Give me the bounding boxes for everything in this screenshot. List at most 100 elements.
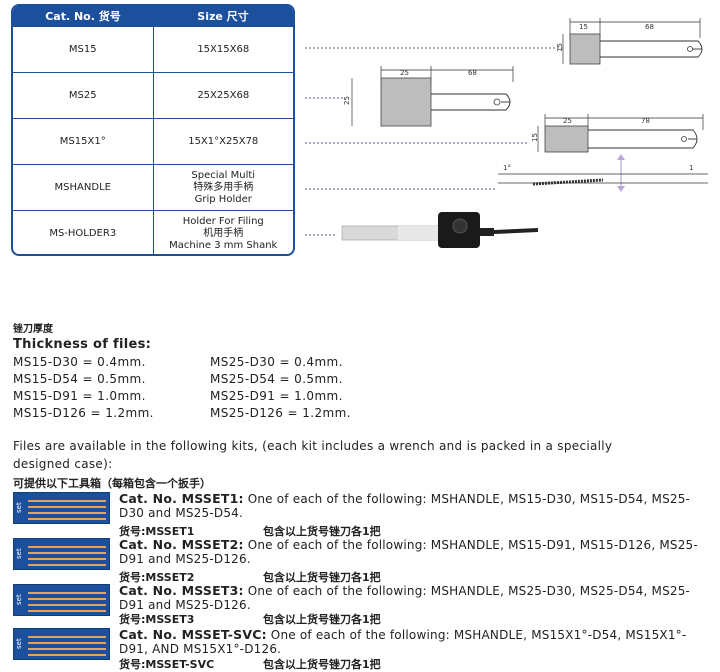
table-row: MS25 25X25X68: [13, 72, 293, 119]
kit-text: One of each of the following: MSHANDLE, …: [119, 538, 698, 566]
table-row: MS15 15X15X68: [13, 26, 293, 73]
kit-box-label: set: [15, 638, 23, 650]
thickness-label: 1: [689, 164, 693, 172]
file-shank: [588, 129, 698, 149]
kits-intro: Files are available in the following kit…: [13, 439, 613, 471]
kit-cat-label: Cat. No. MSSET3:: [119, 583, 244, 598]
size-line: Machine 3 mm Shank: [169, 239, 278, 251]
file-profile: [532, 178, 604, 186]
holder-neck: [480, 228, 494, 236]
kit-note: 包含以上货号锉刀各1把: [263, 613, 381, 626]
header-cat-no: Cat. No. 货号: [13, 6, 153, 27]
kit-cat-label: Cat. No. MSSET1:: [119, 491, 244, 506]
kit-text: One of each of the following: MSHANDLE, …: [119, 584, 691, 612]
thickness-item: MS15-D30 = 0.4mm.: [13, 355, 146, 369]
thickness-item: MS25-D30 = 0.4mm.: [210, 355, 343, 369]
kit-cat-label: Cat. No. MSSET-SVC:: [119, 627, 267, 642]
dim-label: 15: [579, 23, 588, 31]
kit-cat-label: Cat. No. MSSET2:: [119, 537, 244, 552]
size-line: Holder For Filing: [182, 215, 264, 227]
thickness-item: MS25-D126 = 1.2mm.: [210, 406, 351, 420]
kit-box-image: set: [13, 492, 110, 524]
ms15x1-drawing: 25 78 15 1° 1: [498, 114, 708, 192]
file-pad: [380, 77, 432, 127]
thickness-title-cn: 锉刀厚度: [13, 324, 53, 335]
thickness-item: MS15-D54 = 0.5mm.: [13, 372, 146, 386]
kit-box-image: set: [13, 538, 110, 570]
ms25-drawing: 25 68 25: [343, 66, 514, 127]
dim-label: 25: [563, 117, 572, 125]
kit-description: Cat. No. MSSET2: One of each of the foll…: [119, 537, 709, 567]
leader-line: [305, 97, 343, 99]
kit-text: One of each of the following: MSHANDLE, …: [119, 492, 691, 520]
table-row: MSHANDLE Special Multi 特殊多用手柄 Grip Holde…: [13, 164, 293, 211]
file-blade-highlight: [398, 226, 438, 240]
size-line: Grip Holder: [194, 193, 252, 205]
file-hole: [681, 136, 687, 142]
file-hole: [493, 98, 501, 106]
kit-code: 货号:MSSET3: [119, 613, 195, 626]
kit-text: One of each of the following: MSHANDLE, …: [119, 628, 687, 656]
table-row: MS15X1° 15X1°X25X78: [13, 118, 293, 165]
cat-cell: MSHANDLE: [13, 164, 154, 211]
size-cell: 25X25X68: [153, 72, 293, 119]
kit-description: Cat. No. MSSET3: One of each of the foll…: [119, 583, 709, 613]
holder-screw: [452, 218, 468, 234]
dim-label: 25: [343, 96, 351, 105]
file-pad: [569, 33, 601, 65]
arrow-head: [617, 186, 625, 192]
spec-table: Cat. No. 货号 Size 尺寸 MS15 15X15X68 MS25 2…: [11, 4, 295, 256]
size-cell: 15X1°X25X78: [153, 118, 293, 165]
leader-line: [305, 234, 335, 236]
size-line-cn: 特殊多用手柄: [193, 181, 254, 193]
file-hole: [687, 46, 693, 52]
thickness-grid: MS15-D30 = 0.4mm. MS25-D30 = 0.4mm. MS15…: [13, 355, 390, 420]
size-cell: 15X15X68: [153, 26, 293, 73]
dim-label: 25: [400, 69, 409, 77]
holder-photo: [341, 212, 539, 248]
dim-label: 68: [468, 69, 477, 77]
kit-description: Cat. No. MSSET1: One of each of the foll…: [119, 491, 709, 521]
kit-box-image: set: [13, 584, 110, 616]
dim-label: 78: [641, 117, 650, 125]
cat-cell: MS15: [13, 26, 154, 73]
cat-cell: MS25: [13, 72, 154, 119]
file-pad: [544, 125, 589, 153]
ms15-drawing: 15 68 15: [556, 18, 703, 65]
table-row: MS-HOLDER3 Holder For Filing 机用手柄 Machin…: [13, 210, 293, 254]
thickness-section: 锉刀厚度 Thickness of files: MS15-D30 = 0.4m…: [13, 320, 390, 420]
kit-code: 货号:MSSET-SVC: [119, 658, 215, 671]
thickness-item: MS25-D54 = 0.5mm.: [210, 372, 343, 386]
cat-cell: MS15X1°: [13, 118, 154, 165]
size-line: Special Multi: [191, 169, 256, 181]
kit-note: 包含以上货号锉刀各1把: [263, 525, 381, 538]
leader-line: [305, 142, 527, 144]
thickness-item: MS15-D91 = 1.0mm.: [13, 389, 146, 403]
kit-box-label: set: [15, 594, 23, 606]
kit-note: 包含以上货号锉刀各1把: [263, 571, 381, 584]
arrow-head: [617, 154, 625, 160]
header-size: Size 尺寸: [153, 6, 293, 27]
kit-code: 货号:MSSET1: [119, 525, 195, 538]
kit-box-image: set: [13, 628, 110, 660]
leader-line: [305, 47, 563, 49]
holder-shank: [493, 228, 539, 234]
size-line-cn: 机用手柄: [203, 227, 244, 239]
dim-label: 15: [531, 133, 539, 142]
thickness-title: Thickness of files:: [13, 337, 152, 352]
leader-line: [305, 188, 495, 190]
size-cell: Special Multi 特殊多用手柄 Grip Holder: [153, 164, 293, 211]
kit-box-label: set: [15, 548, 23, 560]
dim-label: 68: [645, 23, 654, 31]
kit-code: 货号:MSSET2: [119, 571, 195, 584]
thickness-item: MS25-D91 = 1.0mm.: [210, 389, 343, 403]
kits-intro-cn: 可提供以下工具箱（每箱包含一个扳手）: [13, 477, 211, 490]
kit-note: 包含以上货号锉刀各1把: [263, 658, 381, 671]
kit-box-label: set: [15, 502, 23, 514]
dim-label: 15: [556, 43, 564, 52]
size-cell: Holder For Filing 机用手柄 Machine 3 mm Shan…: [153, 210, 293, 254]
angle-label: 1°: [503, 164, 511, 172]
cat-cell: MS-HOLDER3: [13, 210, 154, 254]
file-shank: [600, 40, 703, 58]
thickness-item: MS15-D126 = 1.2mm.: [13, 406, 154, 420]
